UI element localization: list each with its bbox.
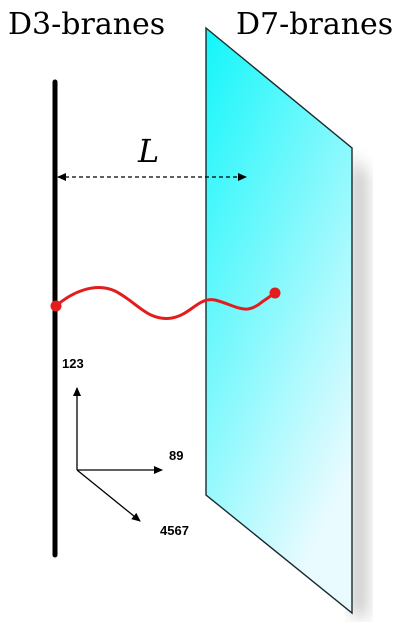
d7-brane-shadow — [352, 155, 366, 620]
d7-brane-plane — [205, 26, 353, 615]
string-endpoint-d7 — [269, 287, 281, 299]
string-endpoint-d3 — [50, 300, 62, 312]
d3-branes-label: D3-branes — [8, 7, 165, 42]
open-string — [54, 286, 277, 320]
d7-branes-label: D7-branes — [236, 7, 393, 42]
axis-label-123: 123 — [62, 356, 84, 371]
axis-label-4567: 4567 — [160, 523, 189, 538]
axis-label-89: 89 — [169, 448, 183, 463]
separation-label: L — [137, 132, 159, 170]
axis-arrow-4567 — [76, 469, 141, 522]
